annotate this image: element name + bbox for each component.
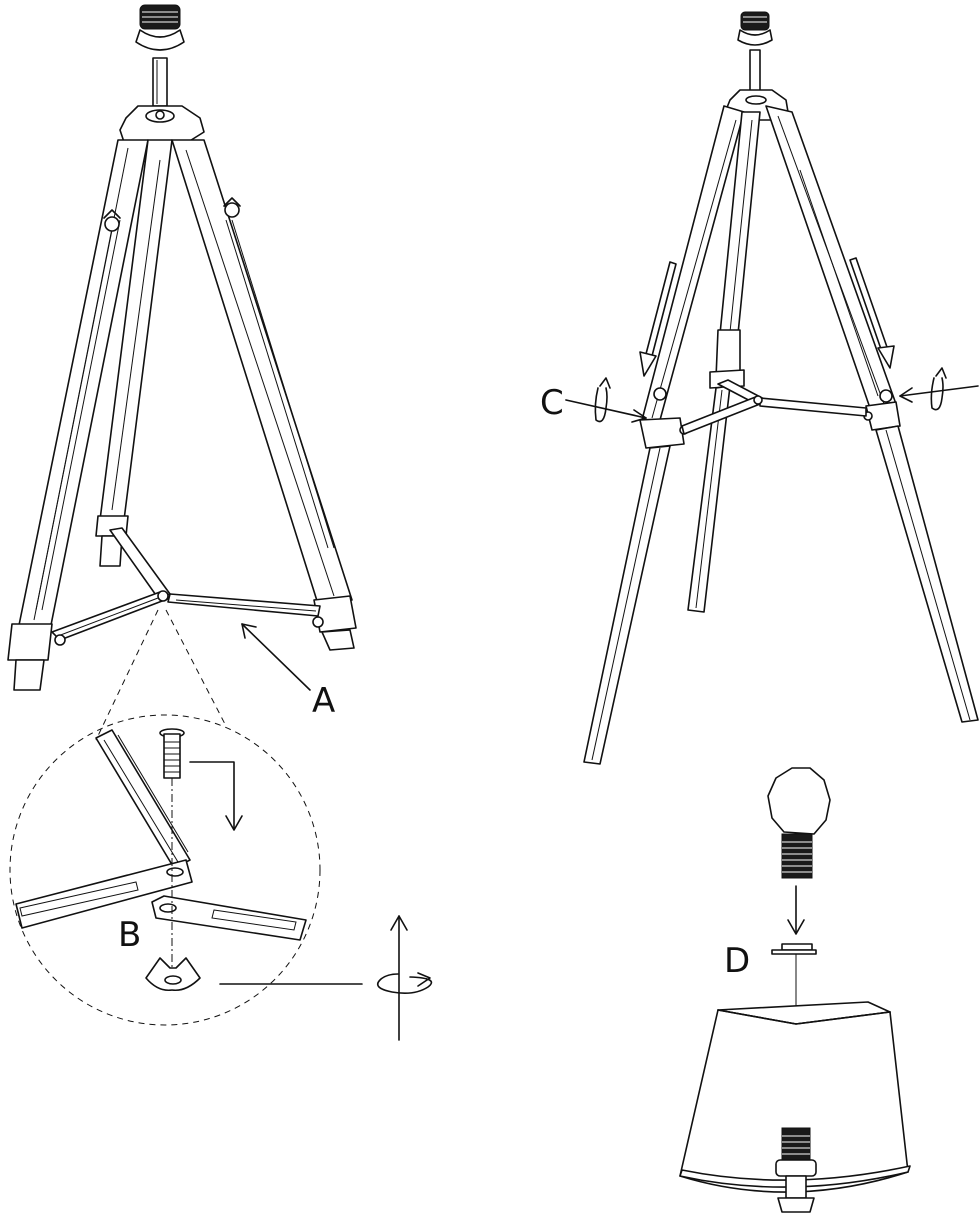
tripod-leg-right: [171, 139, 357, 651]
shade-ring: [771, 943, 817, 955]
tripod2-leg-back: [687, 111, 767, 613]
wing-nut: [145, 957, 201, 992]
tripod2-leg-left: [583, 105, 745, 765]
lamp-shade-assembly: D: [679, 767, 911, 1213]
label-b: B: [118, 915, 141, 955]
tripod-leg-back: [95, 139, 173, 599]
detail-b: B: [9, 609, 433, 1041]
arrow-a: [241, 623, 311, 691]
tripod-top-socket-2: [725, 11, 789, 121]
label-a: A: [312, 681, 335, 721]
tighten-arrow-right: [899, 367, 979, 411]
slide-arrow-right: [849, 257, 895, 369]
light-bulb: [767, 767, 831, 879]
tighten-arrow-left: [565, 377, 647, 423]
rotate-arrow-b: [219, 915, 433, 1041]
tripod-extended: C: [540, 11, 979, 765]
tripod-spreader: [51, 590, 321, 646]
tripod2-spreader: [681, 395, 867, 435]
lamp-shade: [679, 954, 911, 1213]
slide-arrow-left: [639, 261, 677, 377]
bolt: [159, 728, 185, 779]
label-c: C: [540, 383, 564, 423]
tripod2-leg-right: [765, 105, 979, 723]
tripod-top-socket: [119, 4, 205, 143]
tripod-leg-left: [7, 139, 149, 691]
tripod-assembled: A: [7, 4, 357, 721]
label-d: D: [724, 941, 750, 981]
